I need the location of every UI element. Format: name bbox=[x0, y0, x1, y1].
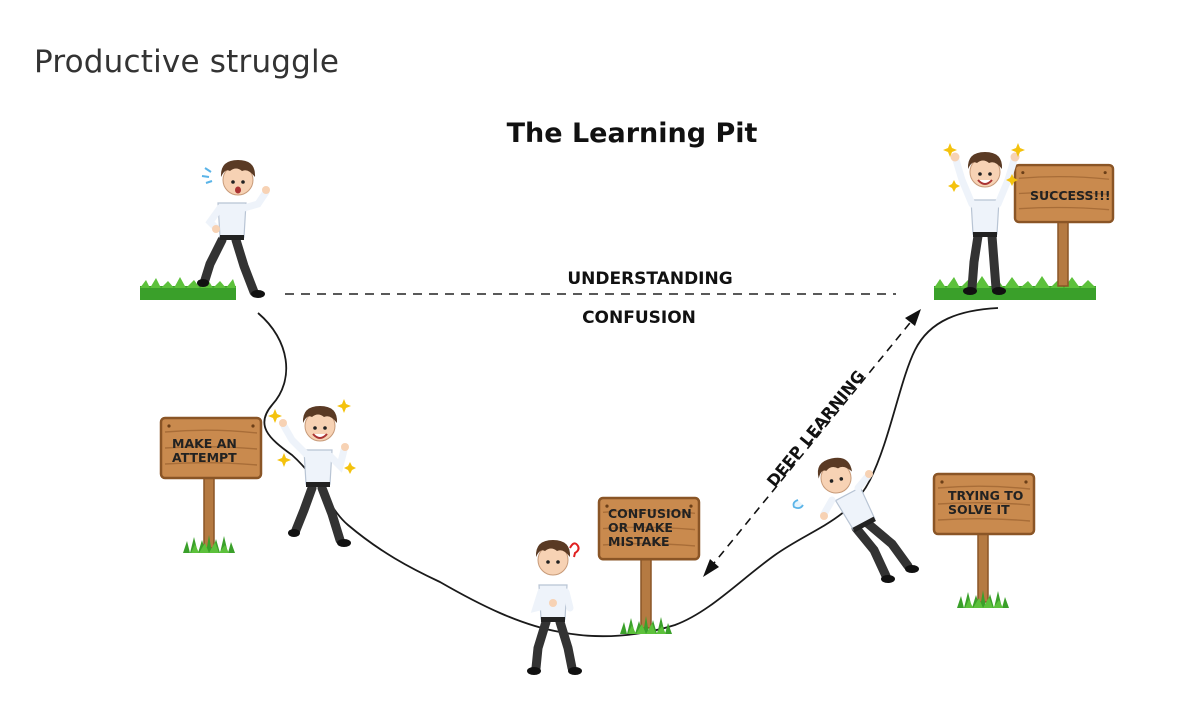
sign-success-text: SUCCESS!!! bbox=[1030, 188, 1111, 203]
character-running bbox=[197, 159, 270, 298]
svg-text:CONFUSION OR MAKE: CONFUSION OR MAKE MISTAKE bbox=[608, 506, 696, 549]
deep-learning-label: DEEP LEARNING bbox=[763, 367, 868, 491]
grass-platform-right bbox=[934, 286, 1096, 300]
sign-mistake-line-1: CONFUSION bbox=[608, 506, 692, 521]
character-attempting bbox=[268, 399, 356, 547]
page-title: Productive struggle bbox=[34, 44, 340, 80]
sign-make-attempt-line-1: MAKE AN bbox=[172, 436, 237, 451]
arrow-head-top bbox=[905, 309, 921, 326]
character-confused bbox=[527, 539, 582, 675]
svg-text:TRYING TO SOLVE IT: TRYING TO SOLVE IT bbox=[948, 488, 1028, 517]
understanding-label: UNDERSTANDING bbox=[567, 269, 732, 289]
sign-solve-line-1: TRYING TO bbox=[948, 488, 1023, 503]
character-climbing bbox=[792, 454, 919, 583]
deep-learning-arrow bbox=[709, 317, 915, 569]
sign-solve-line-2: SOLVE IT bbox=[948, 502, 1010, 517]
sign-confusion-mistake: CONFUSION OR MAKE MISTAKE bbox=[597, 496, 701, 634]
svg-text:MAKE AN ATTEMPT: MAKE AN ATTEMPT bbox=[172, 436, 241, 465]
diagram-title: The Learning Pit bbox=[507, 118, 758, 149]
arrow-head-bottom bbox=[703, 559, 719, 577]
character-success bbox=[943, 143, 1025, 295]
sign-make-attempt: MAKE AN ATTEMPT bbox=[159, 416, 263, 553]
sign-make-attempt-line-2: ATTEMPT bbox=[172, 450, 237, 465]
sign-trying-solve: TRYING TO SOLVE IT bbox=[932, 472, 1036, 608]
confusion-label: CONFUSION bbox=[582, 308, 696, 328]
sign-mistake-line-2: OR MAKE bbox=[608, 520, 673, 535]
sign-success: SUCCESS!!! bbox=[1013, 163, 1115, 287]
sign-mistake-line-3: MISTAKE bbox=[608, 534, 670, 549]
learning-pit-curve bbox=[257, 307, 999, 638]
grass-platform-left bbox=[140, 286, 236, 300]
